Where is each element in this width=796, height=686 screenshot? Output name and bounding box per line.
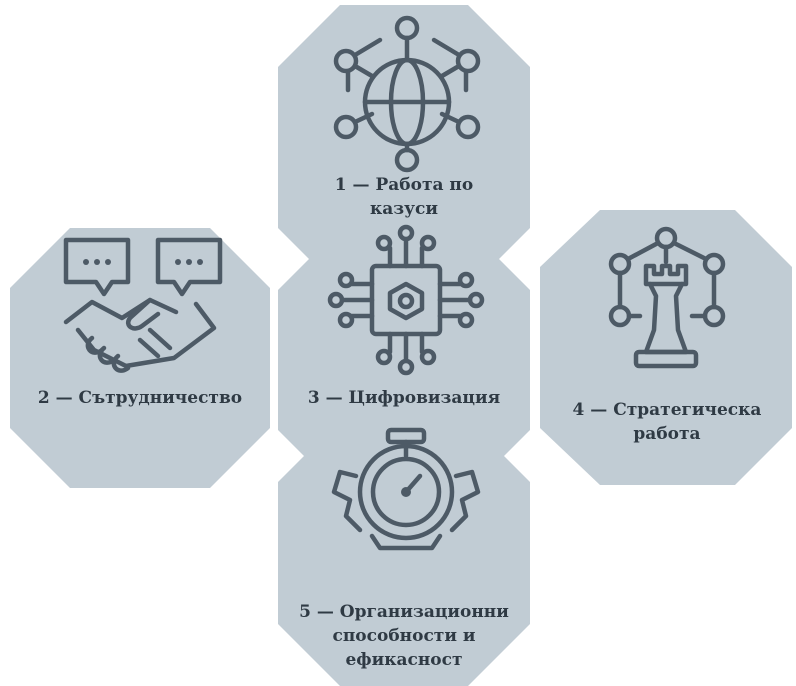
handshake-icon [63, 237, 223, 373]
tile-4 [540, 210, 792, 485]
label-5: 5 — Организационни способности и ефикасн… [299, 602, 509, 670]
chess-strategy-icon [608, 226, 726, 369]
label-3: 3 — Цифровизация [307, 388, 501, 408]
stopwatch-gear-icon [331, 427, 481, 551]
label-4: 4 — Стратегическа работа [572, 400, 762, 444]
tile-2 [10, 228, 270, 488]
chip-icon [327, 224, 485, 376]
network-globe-icon [333, 15, 481, 173]
label-1: 1 — Работа по казуси [334, 175, 474, 219]
tile-5 [278, 420, 530, 686]
label-2: 2 — Сътрудничество [37, 388, 243, 408]
